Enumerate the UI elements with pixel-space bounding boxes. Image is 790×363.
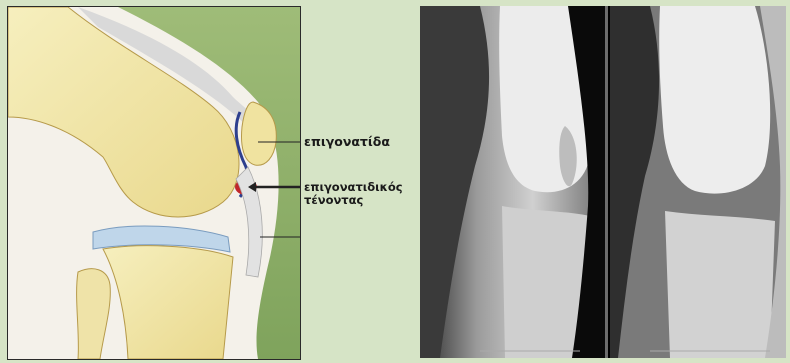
- knee-illustration: [7, 6, 301, 360]
- mri-scan-right: [610, 6, 786, 358]
- patellar-tendon-label-line2: τένοντας: [304, 194, 414, 207]
- mri-scan-left: [420, 6, 608, 358]
- mri-scan-panel: [420, 6, 786, 358]
- patellar-tendon-label: επιγονατιδικός τένοντας: [304, 181, 414, 207]
- knee-anatomy-drawing: [8, 7, 300, 359]
- patella-label: επιγονατίδα: [304, 135, 390, 149]
- mri-scans: [420, 6, 786, 358]
- anatomy-labels: επιγονατίδα επιγονατιδικός τένοντας: [304, 0, 416, 363]
